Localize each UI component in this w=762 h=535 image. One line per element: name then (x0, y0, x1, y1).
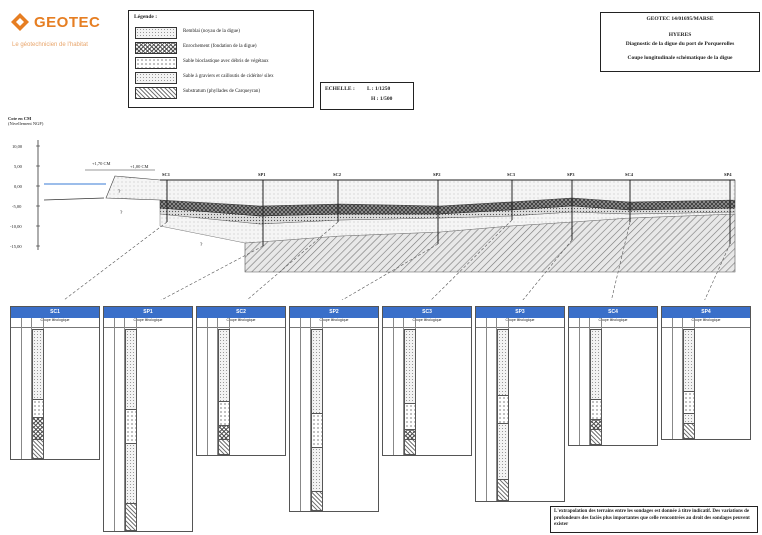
log-header: Coupe lithologique (383, 318, 471, 328)
borehole-log: SC2 Coupe lithologique (196, 306, 286, 456)
axis-tick-label: -10,00 (10, 224, 22, 229)
log-header: Coupe lithologique (569, 318, 657, 328)
question-mark: ? (118, 189, 121, 195)
log-id: SP4 (662, 307, 750, 318)
log-id: SC3 (383, 307, 471, 318)
logo: GEOTEC Le géotechnicien de l'habitat (10, 12, 100, 52)
legend-swatch (135, 72, 177, 84)
logo-name: GEOTEC (34, 14, 101, 31)
legend-swatch (135, 57, 177, 69)
axis-subtitle: (Nivellement NGF) (8, 121, 44, 126)
legend-label: Sable à graviers et cailloutis de cidéri… (183, 74, 274, 79)
sounding-label: SC3 (507, 172, 516, 177)
legend-title: Légende : (134, 14, 158, 20)
dimension-label: +1,00 CM (130, 164, 149, 169)
title-ref: GEOTEC 14/01695/MARSE (646, 16, 714, 22)
legend-swatch (135, 42, 177, 54)
log-header: Coupe lithologique (662, 318, 750, 328)
title-line1: Diagnostic de la digue du port de Porque… (625, 41, 735, 47)
log-header: Coupe lithologique (104, 318, 192, 328)
scale-title: ECHELLE : (325, 86, 355, 92)
axis-ticks (36, 145, 40, 247)
legend-item: Sable à graviers et cailloutis de cidéri… (135, 72, 305, 84)
log-id: SC1 (11, 307, 99, 318)
log-id: SC2 (197, 307, 285, 318)
log-id: SP3 (476, 307, 564, 318)
logo-mark-icon (11, 13, 29, 31)
log-header: Coupe lithologique (11, 318, 99, 328)
leader-lines (63, 219, 731, 300)
sounding-label: SC2 (333, 172, 342, 177)
log-id: SP1 (104, 307, 192, 318)
legend-item: Remblai (noyau de la digue) (135, 27, 305, 39)
note-box: L'extrapolation des terrains entre les s… (550, 506, 758, 533)
borehole-log: SP3 Coupe lithologique (475, 306, 565, 502)
legend-label: Substratum (phyllades de Carqueyran) (183, 89, 261, 94)
sounding-lines (166, 180, 731, 246)
legend-item: Substratum (phyllades de Carqueyran) (135, 87, 305, 99)
axis-title: Cote en CM (8, 116, 32, 121)
legend-item: Sable bioclastique avec débris de végéta… (135, 57, 305, 69)
log-id: SC4 (569, 307, 657, 318)
title-block: GEOTEC 14/01695/MARSE HYERES Diagnostic … (600, 12, 760, 72)
borehole-log: SP1 Coupe lithologique (103, 306, 193, 532)
borehole-log: SP4 Coupe lithologique (661, 306, 751, 440)
sounding-label: SC4 (625, 172, 634, 177)
sounding-label: SP1 (258, 172, 266, 177)
legend-label: Sable bioclastique avec débris de végéta… (183, 59, 269, 64)
legend-item: Enrochement (fondation de la digue) (135, 42, 305, 54)
legend-swatch (135, 27, 177, 39)
axis-tick-label: 0,00 (14, 184, 22, 189)
sounding-label: SP4 (724, 172, 732, 177)
logo-tagline: Le géotechnicien de l'habitat (12, 42, 88, 48)
borehole-log: SC3 Coupe lithologique (382, 306, 472, 456)
cross-section (36, 140, 736, 300)
log-id: SP2 (290, 307, 378, 318)
axis-tick-label: -5,00 (12, 204, 22, 209)
borehole-log: SC1 Coupe lithologique (10, 306, 100, 460)
axis-tick-label: 10,00 (12, 144, 23, 149)
legend-swatch (135, 87, 177, 99)
note-text: L'extrapolation des terrains entre les s… (554, 509, 750, 527)
scale-l: L : 1/1250 (367, 86, 391, 92)
seabed-left (43, 197, 105, 201)
legend-label: Enrochement (fondation de la digue) (183, 44, 257, 49)
question-mark: ? (120, 210, 123, 216)
borehole-log: SC4 Coupe lithologique (568, 306, 658, 446)
sounding-label: SP3 (567, 172, 575, 177)
scale-box: ECHELLE : L : 1/1250 H : 1/500 (320, 82, 414, 110)
log-header: Coupe lithologique (476, 318, 564, 328)
question-mark: ? (200, 242, 203, 248)
legend-label: Remblai (noyau de la digue) (183, 29, 240, 34)
dimension-label: +1,70 CM (92, 161, 111, 166)
scale-h: H : 1/500 (371, 96, 393, 102)
legend-box: Légende : Remblai (noyau de la digue) En… (128, 10, 314, 108)
log-header: Coupe lithologique (197, 318, 285, 328)
sounding-label: SC1 (162, 172, 171, 177)
axis-tick-label: -15,00 (10, 244, 22, 249)
title-city: HYERES (668, 32, 692, 38)
log-header: Coupe lithologique (290, 318, 378, 328)
borehole-log: SP2 Coupe lithologique (289, 306, 379, 512)
sounding-label: SP2 (433, 172, 441, 177)
title-line2: Coupe longitudinale schématique de la di… (627, 55, 733, 61)
axis-tick-label: 5,00 (14, 164, 22, 169)
